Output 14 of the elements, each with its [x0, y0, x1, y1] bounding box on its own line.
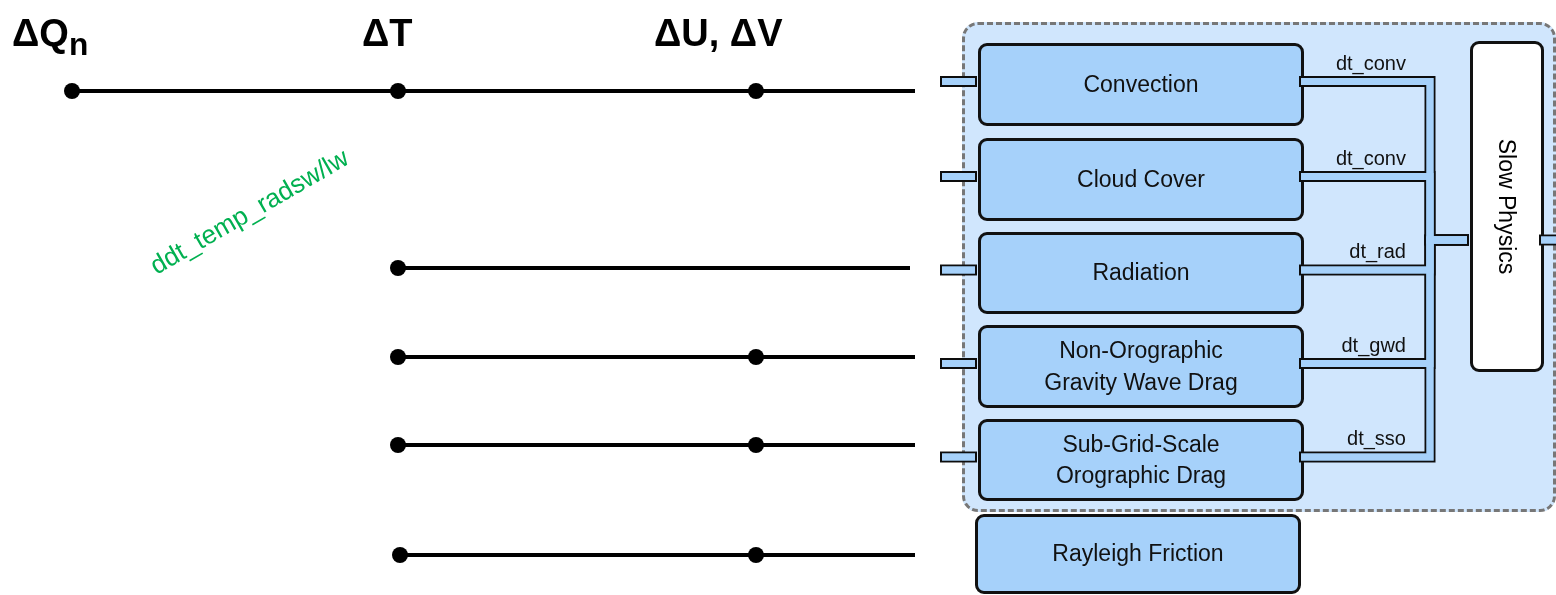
variable-label: ΔQ$_{n}$	[12, 12, 89, 63]
process-box: Non-Orographic Gravity Wave Drag	[978, 325, 1304, 408]
connector	[1541, 236, 1556, 244]
edge-label: dt_sso	[1345, 427, 1408, 449]
group-panel	[962, 22, 1556, 512]
process-box: Rayleigh Friction	[975, 514, 1301, 594]
slow-physics-box: Slow Physics	[1470, 41, 1544, 372]
edge-label: dt_rad	[1347, 240, 1408, 262]
process-box: Radiation	[978, 232, 1304, 314]
process-box: Convection	[978, 43, 1304, 126]
variable-label: ΔT	[362, 12, 413, 55]
variable-label: ΔU, ΔV	[654, 12, 783, 55]
process-box: Cloud Cover	[978, 138, 1304, 221]
process-box: Sub-Grid-Scale Orographic Drag	[978, 419, 1304, 501]
